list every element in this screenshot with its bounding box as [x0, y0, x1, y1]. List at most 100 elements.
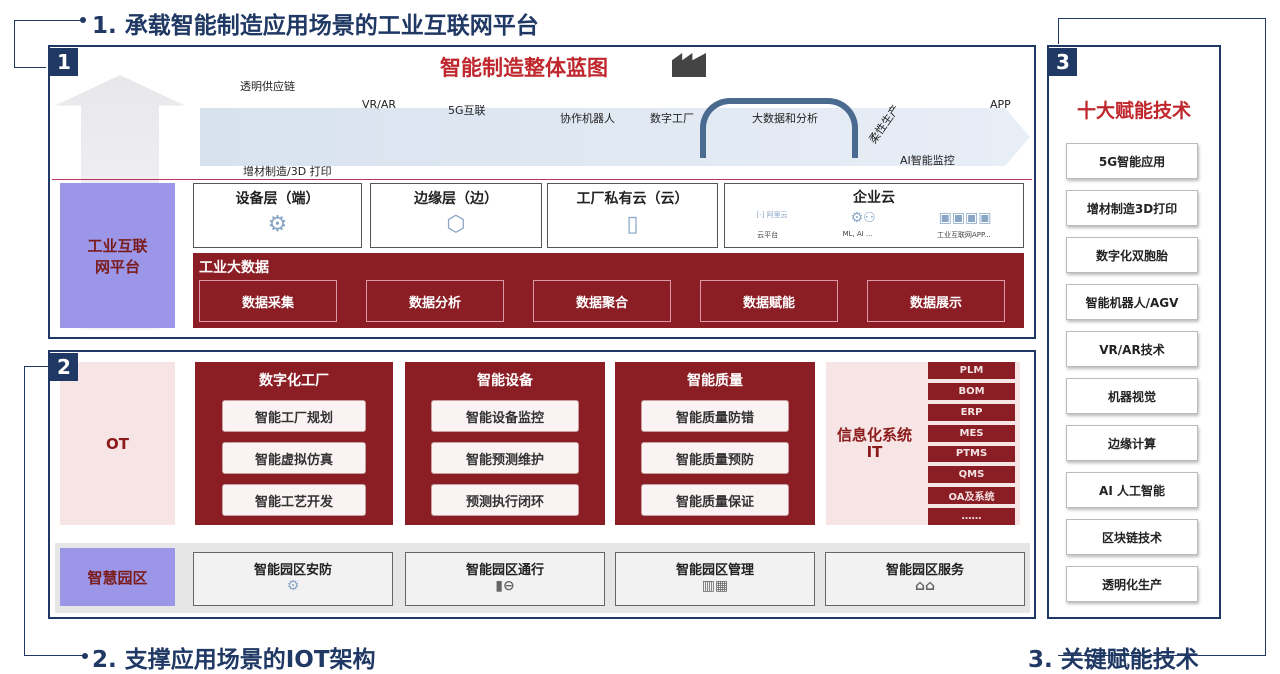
flow-label: 协作机器人: [560, 112, 615, 125]
ml-ai-icon: ⚙⚇: [850, 210, 876, 226]
flow-label: 大数据和分析: [752, 112, 818, 125]
it-system: MES: [928, 424, 1015, 442]
flow-label: AI智能监控: [900, 154, 955, 167]
section-number-3: 3: [1049, 48, 1077, 76]
park-item-text: 智能园区通行: [465, 563, 544, 578]
big-data-item: 数据赋能: [700, 280, 838, 322]
blueprint-title: 智能制造整体蓝图: [440, 56, 608, 80]
connector-dot: [80, 17, 86, 23]
layer-edge: 边缘层（边） ⬡: [370, 183, 542, 248]
it-system: QMS: [928, 466, 1015, 484]
it-system: BOM: [928, 382, 1015, 400]
aliyun-logo: [-] 阿里云: [756, 211, 788, 219]
layer-title: 设备层（端）: [235, 191, 320, 207]
enabling-item: 机器视觉: [1066, 378, 1198, 414]
enabling-item: 5G智能应用: [1066, 143, 1198, 179]
ot-item: 智能质量预防: [641, 442, 789, 474]
park-label: 智慧园区: [60, 548, 175, 606]
park-item: 智能园区服务⌂⌂: [825, 552, 1025, 606]
building-icon: ▥▦: [701, 578, 729, 594]
it-systems: PLM BOM ERP MES PTMS QMS OA及系统 ……: [923, 362, 1020, 525]
robot-arm-icon: ⚙: [267, 212, 288, 237]
park-item-text: 智能园区管理: [675, 563, 754, 578]
connector-3b: [1058, 18, 1059, 44]
edge-hex-icon: ⬡: [446, 212, 466, 237]
enabling-item: AI 人工智能: [1066, 472, 1198, 508]
section-number-2: 2: [50, 353, 78, 381]
layer-device: 设备层（端） ⚙: [193, 183, 362, 248]
sublabel: ML, AI ...: [842, 230, 873, 238]
park-item-text: 智能园区服务: [885, 563, 964, 578]
layer-private-cloud: 工厂私有云（云） ▯: [547, 183, 718, 248]
platform-frame: [48, 45, 1036, 339]
ot-column-title: 智能设备: [477, 373, 533, 389]
big-data-item: 数据展示: [867, 280, 1005, 322]
heading-1: 1. 承载智能制造应用场景的工业互联网平台: [92, 13, 539, 39]
ot-item: 智能质量保证: [641, 484, 789, 516]
divider: [52, 179, 1032, 180]
aliyun-text: 阿里云: [766, 211, 788, 219]
ot-column-title: 数字化工厂: [259, 373, 329, 389]
it-system: PTMS: [928, 445, 1015, 463]
it-system: OA及系统: [928, 487, 1015, 505]
it-label-line2: IT: [866, 442, 883, 461]
big-data-item: 数据采集: [199, 280, 337, 322]
iot-frame: [48, 350, 1036, 619]
sublabel: 云平台: [757, 231, 779, 239]
connector-3: [1058, 18, 1266, 656]
enabling-item: 区块链技术: [1066, 519, 1198, 555]
factory-icon: [672, 53, 706, 77]
connector-1b: [14, 67, 46, 68]
heading-2: 2. 支撑应用场景的IOT架构: [92, 647, 376, 673]
ot-column-title: 智能质量: [687, 373, 743, 389]
sublabel: 工业互联网APP...: [936, 231, 991, 239]
ot-column: 智能质量 智能质量防错 智能质量预防 智能质量保证: [615, 362, 815, 525]
layer-title: 边缘层（边）: [414, 191, 498, 207]
connector-1: [14, 20, 82, 68]
enabling-frame: [1047, 45, 1221, 619]
park-item-text: 智能园区安防: [253, 563, 332, 578]
flow-label: 数字工厂: [650, 112, 694, 125]
platform-label-text: 工业互联网平台: [87, 236, 148, 276]
flow-label: 5G互联: [448, 104, 486, 117]
park-item: 智能园区安防⚙: [193, 552, 393, 606]
ot-item: 智能预测维护: [431, 442, 579, 474]
it-label: 信息化系统 IT: [826, 362, 923, 525]
ot-item: 智能工艺开发: [222, 484, 366, 516]
access-icon: ▮⊖: [495, 578, 515, 594]
enabling-item: 增材制造3D打印: [1066, 190, 1198, 226]
connector-dot: [82, 653, 88, 659]
enabling-item: VR/AR技术: [1066, 331, 1198, 367]
big-data-item: 数据聚合: [533, 280, 671, 322]
layer-title: 企业云: [853, 190, 895, 206]
app-icons: ▣▣▣▣: [938, 210, 992, 226]
flow-label: VR/AR: [362, 98, 397, 111]
ot-label: OT: [60, 362, 175, 525]
it-system: PLM: [928, 362, 1015, 379]
enabling-item: 边缘计算: [1066, 425, 1198, 461]
ot-item: 智能工厂规划: [222, 400, 366, 432]
enabling-item: 智能机器人/AGV: [1066, 284, 1198, 320]
flow-label: 增材制造/3D 打印: [243, 165, 332, 178]
platform-label: 工业互联网平台: [60, 183, 175, 328]
cloud-phone-icon: ▯: [626, 212, 639, 237]
flow-label: APP: [990, 98, 1011, 111]
big-data-band: 工业大数据 数据采集 数据分析 数据聚合 数据赋能 数据展示: [193, 253, 1024, 328]
section-number-1: 1: [50, 48, 78, 76]
park-item: 智能园区通行▮⊖: [405, 552, 605, 606]
data-arch-graphic: [700, 98, 858, 158]
enabling-item: 数字化双胞胎: [1066, 237, 1198, 273]
ot-column: 智能设备 智能设备监控 智能预测维护 预测执行闭环: [405, 362, 605, 525]
park-item: 智能园区管理▥▦: [615, 552, 815, 606]
enabling-item: 透明化生产: [1066, 566, 1198, 602]
ot-item: 智能虚拟仿真: [222, 442, 366, 474]
layer-enterprise-cloud: 企业云 [-] 阿里云 ⚙⚇ ▣▣▣▣ 云平台 ML, AI ... 工业互联网…: [724, 183, 1024, 248]
flow-label: 透明供应链: [240, 80, 295, 93]
enabling-title: 十大赋能技术: [1076, 100, 1191, 122]
big-data-title: 工业大数据: [199, 260, 269, 276]
it-system: ERP: [928, 403, 1015, 421]
big-data-item: 数据分析: [366, 280, 504, 322]
it-label-line1: 信息化系统: [836, 425, 912, 444]
layer-title: 工厂私有云（云）: [576, 191, 689, 207]
iot-home-icon: ⌂⌂: [914, 578, 936, 594]
